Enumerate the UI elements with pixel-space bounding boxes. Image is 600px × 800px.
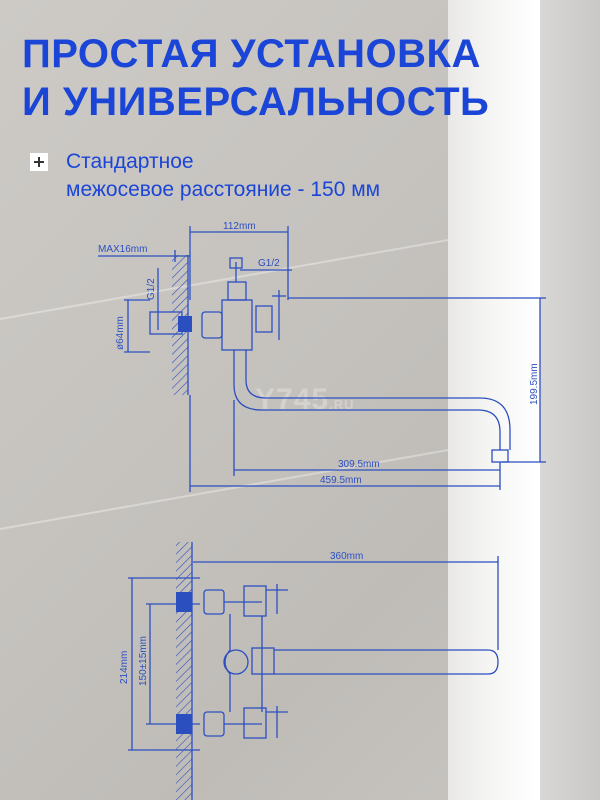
- dim-214: 214mm: [119, 651, 130, 684]
- feature-line-2: межосевое расстояние - 150 мм: [66, 178, 381, 201]
- dim-309-5: 309.5mm: [338, 459, 380, 470]
- headline-line-1: ПРОСТАЯ УСТАНОВКА: [22, 32, 481, 76]
- dim-max16: MAX16mm: [98, 244, 147, 255]
- dim-g12-left: G1/2: [146, 278, 157, 300]
- dim-112: 112mm: [223, 221, 256, 232]
- headline: ПРОСТАЯ УСТАНОВКА И УНИВЕРСАЛЬНОСТЬ: [22, 30, 489, 126]
- dim-360: 360mm: [330, 551, 363, 562]
- wall-hatch-bottom: [176, 542, 192, 800]
- panel-edge: [540, 0, 600, 800]
- dim-459-5: 459.5mm: [320, 475, 362, 486]
- dim-199-5: 199.5mm: [529, 363, 540, 405]
- feature-line-1: Стандартное: [66, 150, 194, 173]
- feature-item: Стандартное межосевое расстояние - 150 м…: [30, 148, 380, 204]
- watermark-domain: .RU: [329, 397, 355, 412]
- faucet-side-view: [98, 226, 546, 492]
- headline-line-2: И УНИВЕРСАЛЬНОСТЬ: [22, 80, 490, 124]
- faucet-front-view: [128, 542, 499, 800]
- plus-icon: [30, 153, 48, 171]
- dim-150: 150±15mm: [138, 636, 149, 686]
- dim-64: ø64mm: [115, 316, 126, 350]
- dim-g12-right: G1/2: [258, 258, 280, 269]
- feature-text: Стандартное межосевое расстояние - 150 м…: [66, 148, 380, 204]
